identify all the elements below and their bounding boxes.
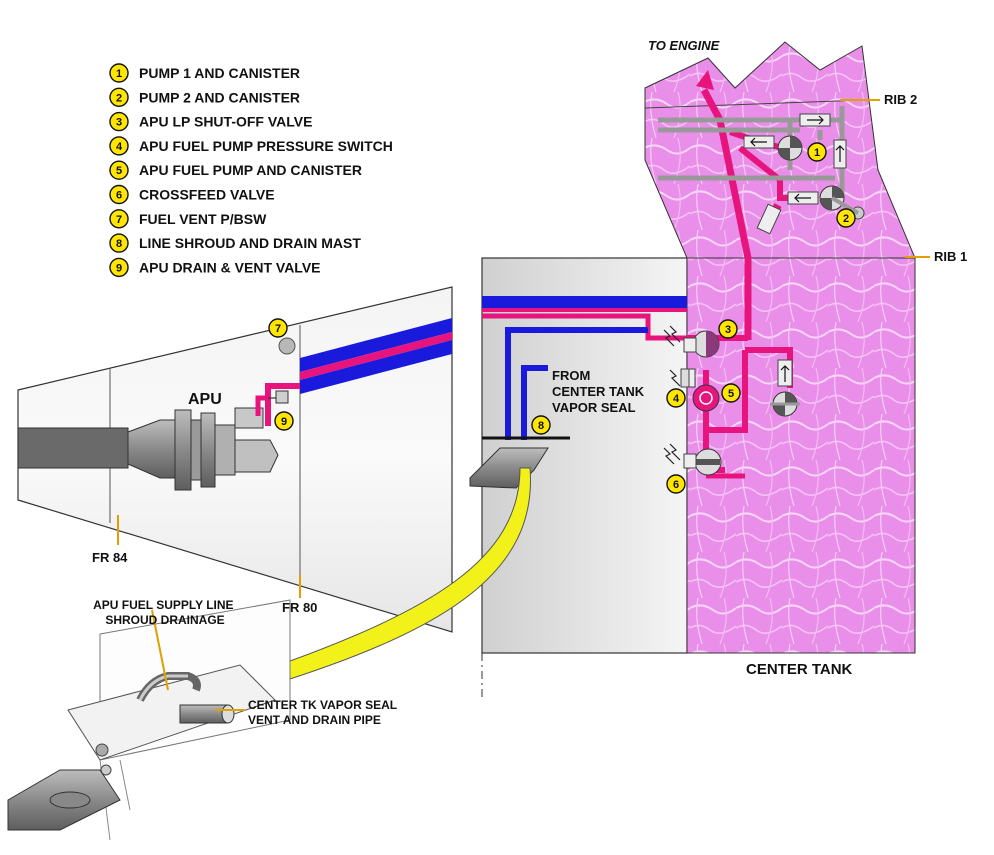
legend-number: 7: [116, 214, 122, 226]
callout-7: 7: [268, 318, 288, 338]
legend-number: 2: [116, 92, 122, 104]
legend-text: APU DRAIN & VENT VALVE: [139, 259, 321, 275]
legend-number-badge: [109, 209, 129, 229]
center-tank: [686, 257, 916, 654]
fr84-label: FR 84: [92, 550, 128, 565]
callout-badge: [836, 208, 856, 228]
legend-number: 3: [116, 117, 122, 129]
callout-number: 3: [725, 324, 731, 336]
to-engine-label: TO ENGINE: [648, 38, 720, 53]
callouts: 1 2 3 4 5 6 7 8 9: [268, 142, 856, 494]
legend-number: 1: [116, 68, 122, 80]
legend-text: LINE SHROUD AND DRAIN MAST: [139, 235, 361, 251]
callout-3: 3: [718, 319, 738, 339]
callout-badge: [666, 474, 686, 494]
legend-item: 3 APU LP SHUT-OFF VALVE: [109, 111, 312, 132]
legend-number: 8: [116, 238, 122, 250]
legend-number: 5: [116, 165, 122, 177]
legend-text: PUMP 1 AND CANISTER: [139, 65, 300, 81]
rib1-label: RIB 1: [934, 249, 967, 264]
callout-4: 4: [666, 388, 686, 408]
legend-number-badge: [109, 136, 129, 156]
legend-item: 2 PUMP 2 AND CANISTER: [109, 87, 300, 108]
detail-inset: [7, 599, 291, 841]
legend-text: APU FUEL PUMP PRESSURE SWITCH: [139, 138, 393, 154]
callout-badge: [531, 415, 551, 435]
callout-number: 7: [275, 323, 281, 335]
callout-2: 2: [836, 208, 856, 228]
legend-number-badge: [109, 87, 129, 108]
legend-item: 1 PUMP 1 AND CANISTER: [109, 63, 300, 83]
apu-fuel-lines: [255, 318, 452, 426]
diagram-labels: TO ENGINE RIB 2 RIB 1 APU FR 84 FR 80 FR…: [92, 38, 967, 727]
callout-badge: [666, 388, 686, 408]
electrical-symbols: [663, 325, 681, 465]
callout-badge: [721, 383, 741, 403]
legend-text: CROSSFEED VALVE: [139, 187, 275, 203]
callout-number: 9: [281, 416, 287, 428]
vapor-seal-pipe-label: CENTER TK VAPOR SEAL VENT AND DRAIN PIPE: [248, 698, 400, 727]
frame-markers: [117, 515, 301, 598]
callout-badge: [268, 318, 288, 338]
wing-pumps: [658, 106, 865, 235]
legend-number-badge: [109, 184, 129, 205]
callout-6: 6: [666, 474, 686, 494]
callout-number: 5: [728, 388, 734, 400]
apu-label: APU: [188, 391, 222, 408]
legend-text: APU LP SHUT-OFF VALVE: [139, 114, 312, 130]
callout-8: 8: [531, 415, 551, 435]
callout-badge: [807, 142, 827, 162]
legend-number-badge: [109, 63, 129, 83]
from-center-tank-label: FROM CENTER TANK VAPOR SEAL: [552, 368, 648, 415]
legend-item: 8 LINE SHROUD AND DRAIN MAST: [109, 233, 361, 253]
callout-number: 4: [673, 393, 680, 405]
rib-markers: [840, 99, 930, 258]
legend-text: FUEL VENT P/BSW: [139, 211, 267, 227]
callout-number: 8: [538, 420, 544, 432]
legend-item: 5 APU FUEL PUMP AND CANISTER: [109, 160, 362, 180]
shroud-drainage-label: APU FUEL SUPPLY LINE SHROUD DRAINAGE: [93, 598, 237, 627]
legend-text: APU FUEL PUMP AND CANISTER: [139, 162, 362, 178]
apu-unit: [17, 407, 279, 491]
legend-item: 9 APU DRAIN & VENT VALVE: [109, 257, 321, 278]
callout-9: 9: [274, 411, 294, 431]
center-tank-label: CENTER TANK: [746, 661, 853, 678]
callout-badge: [274, 411, 294, 431]
callout-number: 6: [673, 479, 679, 491]
fr80-label: FR 80: [282, 600, 317, 615]
legend-item: 6 CROSSFEED VALVE: [109, 184, 275, 205]
callout-badge: [718, 319, 738, 339]
legend-text: PUMP 2 AND CANISTER: [139, 89, 300, 105]
center-box-lines: [482, 296, 687, 440]
legend-number-badge: [109, 160, 129, 180]
legend-item: 4 APU FUEL PUMP PRESSURE SWITCH: [109, 136, 393, 156]
center-valves: [680, 330, 800, 476]
callout-number: 2: [843, 213, 849, 225]
callout-5: 5: [721, 383, 741, 403]
callout-number: 1: [814, 147, 820, 159]
legend: 1 PUMP 1 AND CANISTER 2 PUMP 2 AND CANISTER…: [109, 63, 393, 278]
rib2-label: RIB 2: [884, 92, 917, 107]
callout-1: 1: [807, 142, 827, 162]
legend-number-badge: [109, 111, 129, 132]
legend-number: 6: [116, 190, 122, 202]
legend-number: 4: [116, 141, 123, 153]
legend-item: 7 FUEL VENT P/BSW: [109, 209, 267, 229]
drain-mast: [469, 436, 570, 489]
legend-number: 9: [116, 262, 122, 274]
legend-number-badge: [109, 257, 129, 278]
legend-number-badge: [109, 233, 129, 253]
